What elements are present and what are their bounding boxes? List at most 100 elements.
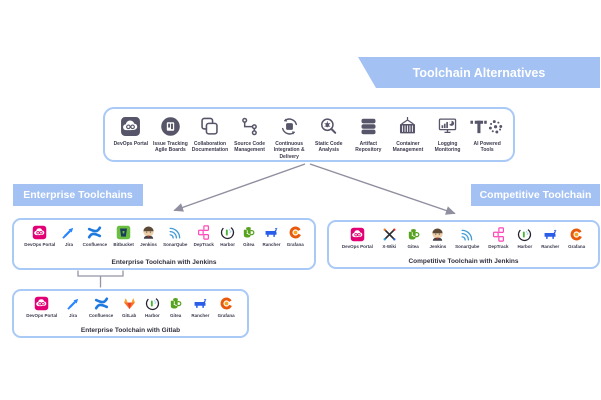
ent-gitlab-item-rancher: Rancher [191,296,209,318]
ent-jenkins-item-sonarqube: SonarQube [163,225,187,247]
alt-item-devops-portal: DevOps Portal [111,115,151,147]
enterprise-jenkins-box: DevOps Portal Jira Confluence Bitbucket … [12,218,316,270]
alt-item-logging-monitoring: Logging Monitoring [428,115,468,154]
ent-jenkins-item-deptrack: DepTrack [194,225,214,247]
gitlab-icon [122,296,137,311]
grafana-icon [219,296,234,311]
alt-item-label: Collaboration Documentation [191,141,229,154]
arrow-to-competitive [309,163,456,215]
issue-tracking-icon [160,116,181,137]
devops-portal-icon [350,227,365,242]
deptrack-icon [491,227,506,242]
alt-item-label: Continuous Integration & Delivery [273,141,305,160]
alt-item-static-code-analysis: Static Code Analysis [309,115,349,154]
ent-gitlab-item-gitea: Gitea [168,296,183,318]
source-code-management-icon [239,116,260,137]
competitive-item-jenkins: Jenkins [429,227,446,249]
competitive-item-deptrack: DepTrack [488,227,508,249]
logging-monitoring-icon [437,116,458,137]
harbor-icon [220,225,235,240]
deptrack-icon [196,225,211,240]
collaboration-documentation-icon [199,116,220,137]
competitive-item-grafana: Grafana [568,227,585,249]
bracket-to-gitlab-box [77,270,124,288]
sonarqube-icon [460,227,475,242]
artifact-repository-icon [358,116,379,137]
enterprise-toolchains-label: Enterprise Toolchains [13,184,143,206]
ent-jenkins-item-gitea: Gitea [241,225,256,247]
alt-item-ai-powered-tools: AI Powered Tools [467,115,507,154]
alt-item-source-code-management: Source Code Management [230,115,270,154]
banner: Toolchain Alternatives [358,57,600,88]
ent-jenkins-item-jira: Jira [61,225,76,247]
competitive-item-rancher: Rancher [541,227,559,249]
ent-gitlab-item-grafana: Grafana [218,296,235,318]
confluence-icon [87,225,102,240]
ent-gitlab-item-devops-portal: DevOps Portal [26,296,57,318]
enterprise-toolchains-label-text: Enterprise Toolchains [23,189,133,201]
ent-jenkins-item-harbor: Harbor [220,225,235,247]
competitive-item-gitea: Gitea [406,227,421,249]
competitive-item-sonarqube: SonarQube [455,227,479,249]
ci-cd-icon [279,116,300,137]
harbor-icon [517,227,532,242]
alt-item-label: Artifact Repository [355,141,382,154]
rancher-icon [264,225,279,240]
banner-title: Toolchain Alternatives [412,65,546,80]
bitbucket-icon [116,225,131,240]
enterprise-gitlab-caption: Enterprise Toolchain with Gitlab [80,327,181,334]
ent-gitlab-item-jira: Jira [66,296,81,318]
competitive-box: DevOps Portal X-Wiki Gitea Jenkins Sonar… [327,220,600,269]
ent-jenkins-item-bitbucket: Bitbucket [113,225,134,247]
ent-jenkins-item-devops-portal: DevOps Portal [24,225,55,247]
devops-portal-icon [32,225,47,240]
alt-item-label: AI Powered Tools [473,141,501,154]
enterprise-gitlab-box: DevOps Portal Jira Confluence GitLab Har… [12,289,249,338]
rancher-icon [193,296,208,311]
alt-item-collaboration-documentation: Collaboration Documentation [190,115,230,154]
jira-icon [66,296,81,311]
ent-jenkins-item-grafana: Grafana [287,225,304,247]
alt-item-artifact-repository: Artifact Repository [349,115,389,154]
ent-gitlab-item-harbor: Harbor [145,296,160,318]
competitive-item-xwiki: X-Wiki [382,227,397,249]
ent-jenkins-item-rancher: Rancher [263,225,281,247]
static-code-analysis-icon [318,116,339,137]
alt-item-label: Static Code Analysis [315,141,343,154]
alt-item-label: Container Management [392,141,424,154]
gitea-icon [406,227,421,242]
alt-item-label: Issue Tracking Agile Boards [153,141,188,154]
confluence-icon [94,296,109,311]
grafana-icon [569,227,584,242]
competitive-caption: Competitive Toolchain with Jenkins [408,258,519,265]
alt-item-label: Logging Monitoring [434,141,461,154]
gitea-icon [241,225,256,240]
jenkins-icon [430,227,445,242]
competitive-item-devops-portal: DevOps Portal [342,227,373,249]
jira-icon [61,225,76,240]
container-management-icon [397,116,418,137]
ent-jenkins-item-jenkins: Jenkins [140,225,157,247]
ent-gitlab-item-gitlab: GitLab [122,296,137,318]
enterprise-jenkins-caption: Enterprise Toolchain with Jenkins [111,259,217,266]
alt-item-label: Source Code Management [234,141,265,154]
alt-item-label: DevOps Portal [113,141,149,147]
devops-portal-icon [120,116,141,137]
sonarqube-icon [168,225,183,240]
ent-jenkins-item-confluence: Confluence [83,225,107,247]
gitea-icon [168,296,183,311]
competitive-toolchain-label: Competitive Toolchain [471,184,600,206]
ai-powered-tools-icon [470,116,504,137]
arrow-to-enterprise-jenkins [173,163,306,212]
competitive-item-harbor: Harbor [517,227,532,249]
jenkins-icon [141,225,156,240]
rancher-icon [543,227,558,242]
alt-item-ci-cd: Continuous Integration & Delivery [269,115,309,160]
harbor-icon [145,296,160,311]
alt-item-issue-tracking: Issue Tracking Agile Boards [151,115,191,154]
ent-gitlab-item-confluence: Confluence [89,296,113,318]
toolchain-alternatives-box: DevOps Portal Issue Tracking Agile Board… [103,107,515,162]
alt-item-container-management: Container Management [388,115,428,154]
devops-portal-icon [34,296,49,311]
